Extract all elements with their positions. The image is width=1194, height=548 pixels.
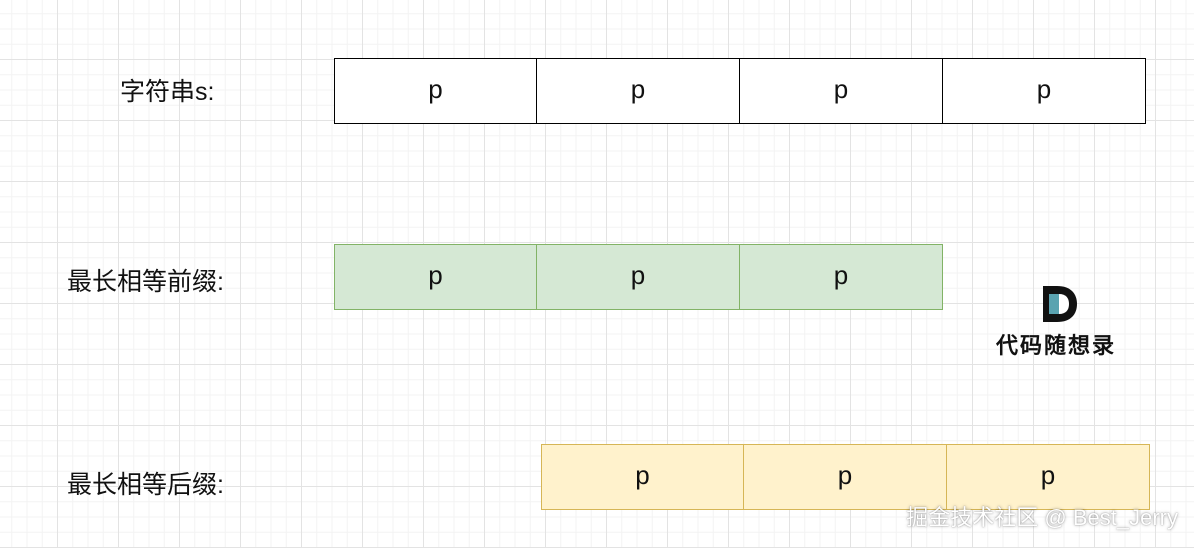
label-longest-suffix: 最长相等后缀: [67, 471, 224, 499]
string-s-cell: p [334, 58, 537, 124]
watermark: 掘金技术社区 @ Best_Jerry [906, 505, 1178, 530]
prefix-cell: p [334, 244, 537, 310]
label-string-s: 字符串s: [120, 78, 215, 106]
prefix-cell: p [740, 244, 943, 310]
suffix-cell: p [744, 444, 947, 510]
suffix-cell: p [947, 444, 1150, 510]
string-s-cell: p [943, 58, 1146, 124]
string-s-cell: p [740, 58, 943, 124]
label-longest-prefix: 最长相等前缀: [67, 268, 224, 296]
prefix-strip: p p p [334, 244, 943, 310]
prefix-cell: p [537, 244, 740, 310]
d-letter-logo-icon [1043, 286, 1077, 322]
logo-text: 代码随想录 [995, 333, 1116, 359]
string-s-strip: p p p p [334, 58, 1146, 124]
string-s-cell: p [537, 58, 740, 124]
logo: 代码随想录 [986, 284, 1126, 360]
suffix-cell: p [541, 444, 744, 510]
suffix-strip: p p p [541, 444, 1150, 510]
